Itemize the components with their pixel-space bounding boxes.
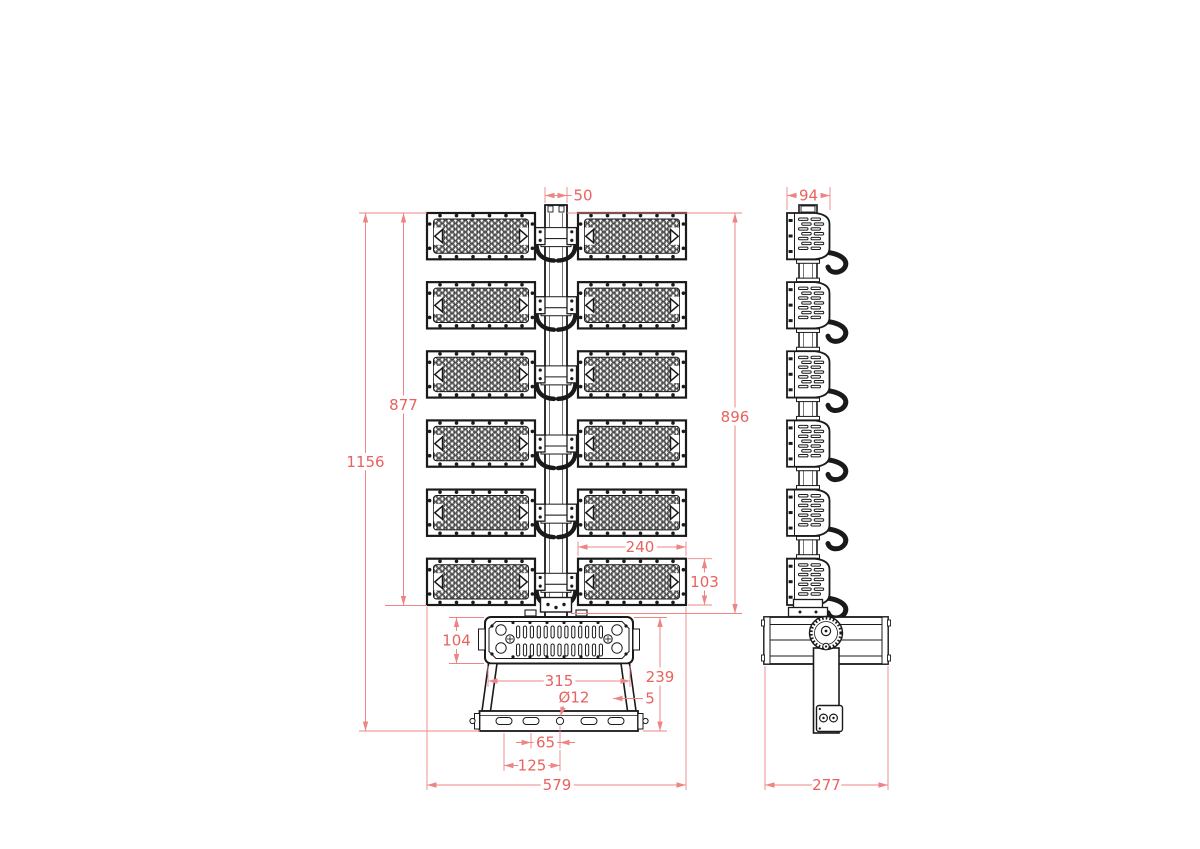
dim-driver_box_height: 104 xyxy=(442,632,471,650)
dim-bracket_height: 239 xyxy=(646,668,675,686)
dim-side_overall_width: 277 xyxy=(812,776,841,794)
dim-pole_width: 50 xyxy=(573,187,592,205)
dim-driver_box_width: 315 xyxy=(545,672,574,690)
dim-overall_width: 579 xyxy=(543,776,572,794)
dim-plate_thickness: 5 xyxy=(645,690,655,708)
dim-overall_height: 1156 xyxy=(346,453,384,471)
dim-module_height: 103 xyxy=(690,573,719,591)
dim-side_module_width: 94 xyxy=(799,187,818,205)
dim-slot_spacing_outer: 125 xyxy=(518,757,547,775)
dim-center_hole_diameter: Ø12 xyxy=(559,689,590,707)
dim-module_width: 240 xyxy=(626,538,655,556)
side-view xyxy=(761,204,891,734)
dim-module_stack_height: 877 xyxy=(389,396,418,414)
dim-pole_height: 896 xyxy=(721,408,750,426)
dim-slot_spacing_inner: 65 xyxy=(536,734,555,752)
front-view xyxy=(425,204,688,732)
